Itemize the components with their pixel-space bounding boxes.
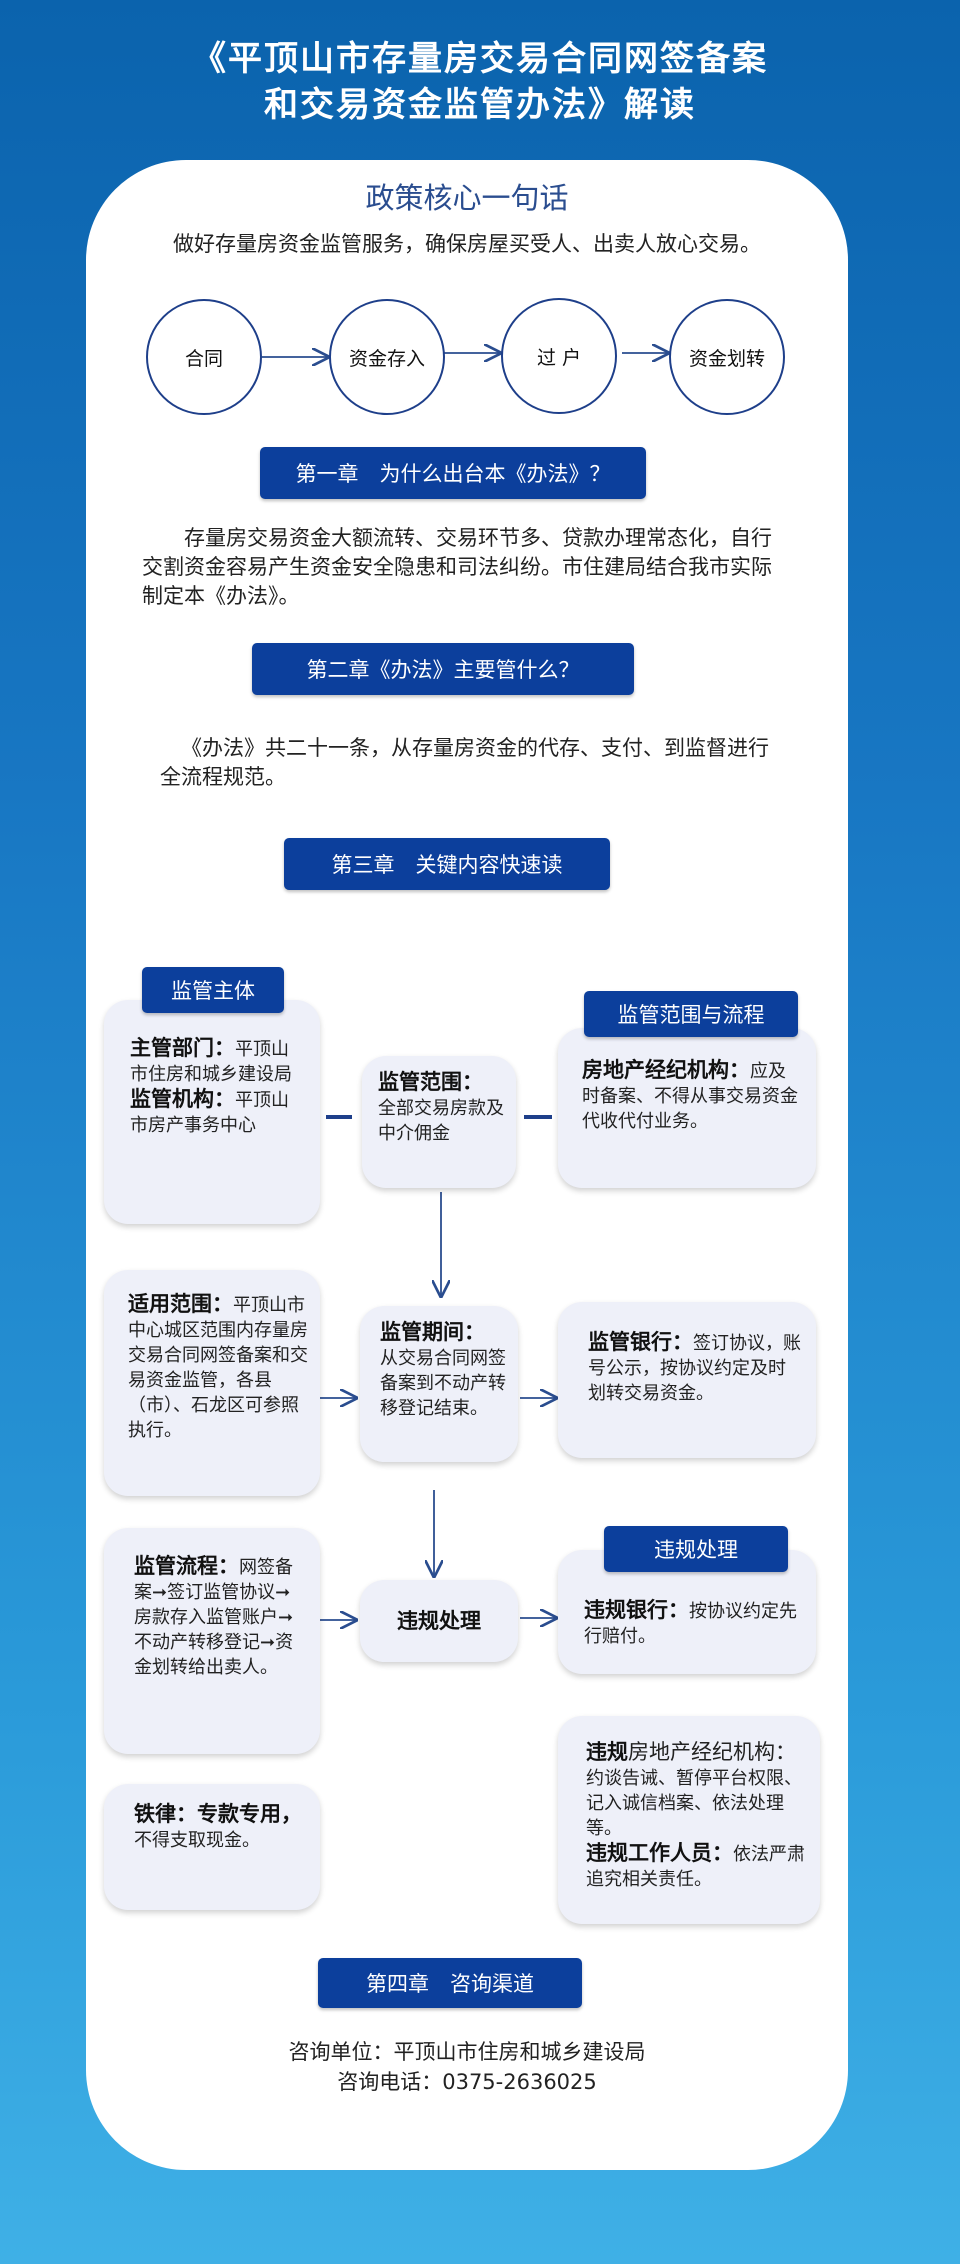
- core-desc: 做好存量房资金监管服务，确保房屋买受人、出卖人放心交易。: [173, 232, 761, 256]
- chapter1-text: 存量房交易资金大额流转、交易环节多、贷款办理常态化，自行交割资金容易产生资金安全…: [142, 526, 772, 608]
- vstaff-text: 依法严肃追究相关责任。: [586, 1844, 805, 1890]
- period-box: 监管期间： 从交易合同网签备案到不动产转移登记结束。: [360, 1306, 518, 1462]
- apply-label: 适用范围：: [128, 1292, 233, 1316]
- chapter2-banner: 第二章《办法》主要管什么？: [252, 643, 634, 695]
- range-text: 全部交易房款及中介佣金: [378, 1098, 504, 1144]
- rule-box: 铁律：专款专用， 不得支取现金。: [104, 1784, 320, 1910]
- flow-step-label: 合同: [184, 347, 223, 370]
- apply-text: 平顶山市中心城区范围内存量房交易合同网签备案和交易资金监管，各县（市）、石龙区可…: [128, 1295, 308, 1441]
- violation-agency-box: 违规房地产经纪机构： 约谈告诫、暂停平台权限、记入诚信档案、依法处理等。 违规工作…: [558, 1716, 820, 1924]
- subject-box: 主管部门：平顶山市住房和城乡建设局 监管机构：平顶山市房产事务中心: [104, 1000, 320, 1224]
- vagency-label: 违规: [586, 1740, 628, 1764]
- chapter2-text: 《办法》共二十一条，从存量房资金的代存、支付、到监督进行全流程规范。: [160, 736, 769, 789]
- chapter1-banner: 第一章 为什么出台本《办法》？: [260, 447, 646, 499]
- flow-step-contract: 合同: [146, 299, 262, 415]
- apply-box: 适用范围：平顶山市中心城区范围内存量房交易合同网签备案和交易资金监管，各县（市）…: [104, 1270, 320, 1496]
- vbank-label: 违规银行：: [584, 1598, 689, 1622]
- violation-tag: 违规处理: [604, 1526, 788, 1572]
- violation-center-label: 违规处理: [397, 1608, 481, 1633]
- contact-phone: 咨询电话：0375-2636025: [337, 2070, 597, 2094]
- subject-dept: 平顶山市住房和城乡建设局: [130, 1039, 292, 1085]
- contact-unit: 咨询单位：平顶山市住房和城乡建设局: [288, 2040, 646, 2064]
- flow-step-transfer-ownership: 过 户: [501, 298, 617, 414]
- subject-org-label: 监管机构：: [130, 1087, 235, 1111]
- vagency-text: 约谈告诫、暂停平台权限、记入诚信档案、依法处理等。: [586, 1768, 802, 1839]
- agency-box: 房地产经纪机构：应及时备案、不得从事交易资金代收代付业务。: [558, 1028, 816, 1188]
- chapter3-banner: 第三章 关键内容快速读: [284, 838, 610, 890]
- rule-label: 铁律：专款专用，: [134, 1802, 302, 1826]
- main-title: 《平顶山市存量房交易合同网签备案 和交易资金监管办法》解读: [0, 36, 960, 128]
- flow-step-label: 资金存入: [348, 347, 425, 370]
- subject-dept-label: 主管部门：: [130, 1036, 235, 1060]
- range-label: 监管范围：: [378, 1070, 483, 1094]
- range-box: 监管范围： 全部交易房款及中介佣金: [362, 1056, 516, 1188]
- subject-tag: 监管主体: [142, 967, 284, 1013]
- period-label: 监管期间：: [380, 1320, 485, 1344]
- rule-text: 不得支取现金。: [134, 1830, 260, 1851]
- process-text: 网签备案➞签订监管协议➞房款存入监管账户➞不动产转移登记➞资金划转给出卖人。: [134, 1557, 294, 1678]
- vagency-label2: 房地产经纪机构：: [628, 1740, 796, 1764]
- agency-text: 应及时备案、不得从事交易资金代收代付业务。: [582, 1061, 798, 1132]
- bank-text: 签订协议，账号公示，按协议约定及时划转交易资金。: [588, 1333, 801, 1404]
- chapter4-banner: 第四章 咨询渠道: [318, 1958, 582, 2008]
- flow-step-label: 过 户: [536, 346, 582, 369]
- vstaff-label: 违规工作人员：: [586, 1841, 733, 1865]
- violation-center-box: 违规处理: [360, 1580, 518, 1662]
- vbank-text: 按协议约定先行赔付。: [584, 1601, 797, 1647]
- bank-label: 监管银行：: [588, 1330, 693, 1354]
- bank-box: 监管银行：签订协议，账号公示，按协议约定及时划转交易资金。: [558, 1302, 816, 1458]
- process-box: 监管流程：网签备案➞签订监管协议➞房款存入监管账户➞不动产转移登记➞资金划转给出…: [104, 1528, 320, 1754]
- process-label: 监管流程：: [134, 1554, 239, 1578]
- flow-step-deposit: 资金存入: [329, 299, 445, 415]
- period-text: 从交易合同网签备案到不动产转移登记结束。: [380, 1348, 506, 1419]
- subject-org: 平顶山市房产事务中心: [130, 1090, 289, 1136]
- main-title-line1: 《平顶山市存量房交易合同网签备案: [192, 39, 768, 79]
- main-title-line2: 和交易资金监管办法》解读: [264, 85, 696, 125]
- flow-step-label: 资金划转: [688, 347, 765, 370]
- agency-label: 房地产经纪机构：: [582, 1058, 750, 1082]
- flow-step-fund-transfer: 资金划转: [669, 299, 785, 415]
- scope-tag: 监管范围与流程: [584, 991, 798, 1037]
- core-title: 政策核心一句话: [365, 181, 569, 215]
